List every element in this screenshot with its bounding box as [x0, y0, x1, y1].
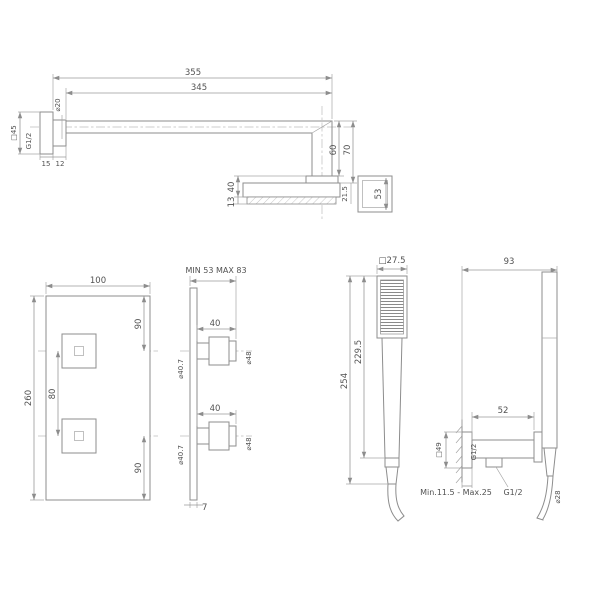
dim-head-face: 13 — [227, 197, 237, 208]
dim-arm-length: 345 — [191, 83, 207, 93]
handle-top-tip — [228, 340, 237, 362]
dim-body-length: 229.5 — [354, 340, 364, 364]
head-connector — [305, 175, 339, 184]
dim-flange-square: □45 — [10, 125, 18, 141]
mixer-handle-top-button — [74, 346, 84, 356]
dim-holder-offset: 52 — [498, 406, 509, 416]
dim-depth-range: MIN 53 MAX 83 — [185, 266, 246, 275]
handle-top-stem — [196, 342, 210, 360]
mixer-handle-bottom-button — [74, 431, 84, 441]
shower-head-face — [246, 196, 337, 205]
dim-head-square: □27.5 — [379, 256, 406, 266]
wall-flange — [39, 111, 54, 155]
dim-head-section-a: 21.5 — [341, 186, 349, 202]
handle-bottom-stem — [196, 427, 210, 445]
arm-miter-line — [311, 120, 333, 134]
view-wall-outlet: 93 52 □49 G1/2 Min.11.5 - Max.25 G1/2 ⌀2… — [420, 257, 562, 521]
mixer-handle-bottom — [61, 418, 97, 454]
view-mixer-front: 100 260 80 90 90 — [24, 276, 158, 501]
extension-lines — [234, 175, 306, 205]
dim-projection: 93 — [504, 257, 515, 267]
dim-rosette-top: ⌀40.7 — [177, 359, 185, 379]
outlet-body — [471, 439, 535, 459]
hose-nut — [543, 447, 557, 477]
handshower-handle — [381, 337, 403, 459]
leader-hose-thread — [495, 466, 509, 488]
handshower-in-holder — [541, 271, 558, 449]
outlet-hose-thread — [485, 457, 503, 468]
extension-lines — [30, 282, 151, 501]
dim-plate-thickness: 7 — [202, 503, 207, 513]
dim-head-section-b: 53 — [374, 189, 384, 200]
dim-handle-projection-bottom: 40 — [210, 404, 221, 414]
dim-drop-outer: 70 — [343, 145, 353, 156]
dim-wall-adjust-range: Min.11.5 - Max.25 — [420, 488, 492, 497]
dim-total-length: 254 — [340, 373, 350, 389]
shower-head-body — [242, 182, 341, 198]
dim-drop-inner: 60 — [329, 145, 339, 156]
dim-arm-total-length: 355 — [185, 68, 201, 78]
dim-handle-dia-bottom: ⌀48 — [245, 437, 253, 450]
dim-hose-nut-diameter: ⌀28 — [554, 490, 562, 503]
extension-lines — [444, 266, 558, 488]
handshower-hose-nut — [385, 466, 399, 485]
handshower-hose — [387, 483, 405, 522]
dim-bottom-offset: 90 — [134, 463, 144, 474]
dim-flange-depth-b: 12 — [56, 160, 65, 168]
dim-pipe-diameter: ⌀20 — [54, 98, 62, 111]
handle-top-body — [208, 336, 230, 366]
dim-flange-square: □49 — [435, 442, 443, 458]
extension-lines — [346, 265, 408, 485]
dim-wall-thread: G1/2 — [25, 133, 33, 150]
handshower-holder — [533, 431, 543, 463]
dim-flange-depth-a: 15 — [42, 160, 51, 168]
extension-lines — [52, 74, 333, 119]
hose — [536, 475, 554, 521]
extension-lines — [18, 111, 40, 155]
wall-hatch — [455, 425, 463, 484]
view-hand-shower: □27.5 254 229.5 — [340, 256, 408, 522]
dim-hose-thread: G1/2 — [503, 488, 522, 497]
wall-flange-inner — [52, 119, 67, 147]
dim-plate-width: 100 — [90, 276, 106, 286]
dim-rosette-bottom: ⌀40.7 — [177, 445, 185, 465]
view-mixer-side: MIN 53 MAX 83 40 40 ⌀40.7 ⌀40.7 ⌀48 ⌀48 … — [177, 266, 253, 513]
dim-handle-spacing: 80 — [48, 389, 58, 400]
mixer-plate — [45, 295, 151, 501]
dim-head-depth: 40 — [227, 182, 237, 193]
dim-plate-height: 260 — [24, 390, 34, 406]
view-shower-arm: 355 345 ⌀20 □45 G1/2 15 12 60 70 40 13 2… — [10, 68, 393, 220]
dim-wall-thread: G1/2 — [470, 444, 478, 461]
handshower-connector — [384, 457, 400, 468]
mixer-handle-top — [61, 333, 97, 369]
dim-top-offset: 90 — [134, 319, 144, 330]
shower-arm-tube — [65, 120, 333, 177]
handle-bottom-tip — [228, 425, 237, 447]
dim-handle-projection-top: 40 — [210, 319, 221, 329]
mixer-side-plate — [189, 287, 198, 501]
handshower-spray-face — [380, 279, 404, 335]
dim-handle-dia-top: ⌀48 — [245, 351, 253, 364]
handle-bottom-body — [208, 421, 230, 451]
